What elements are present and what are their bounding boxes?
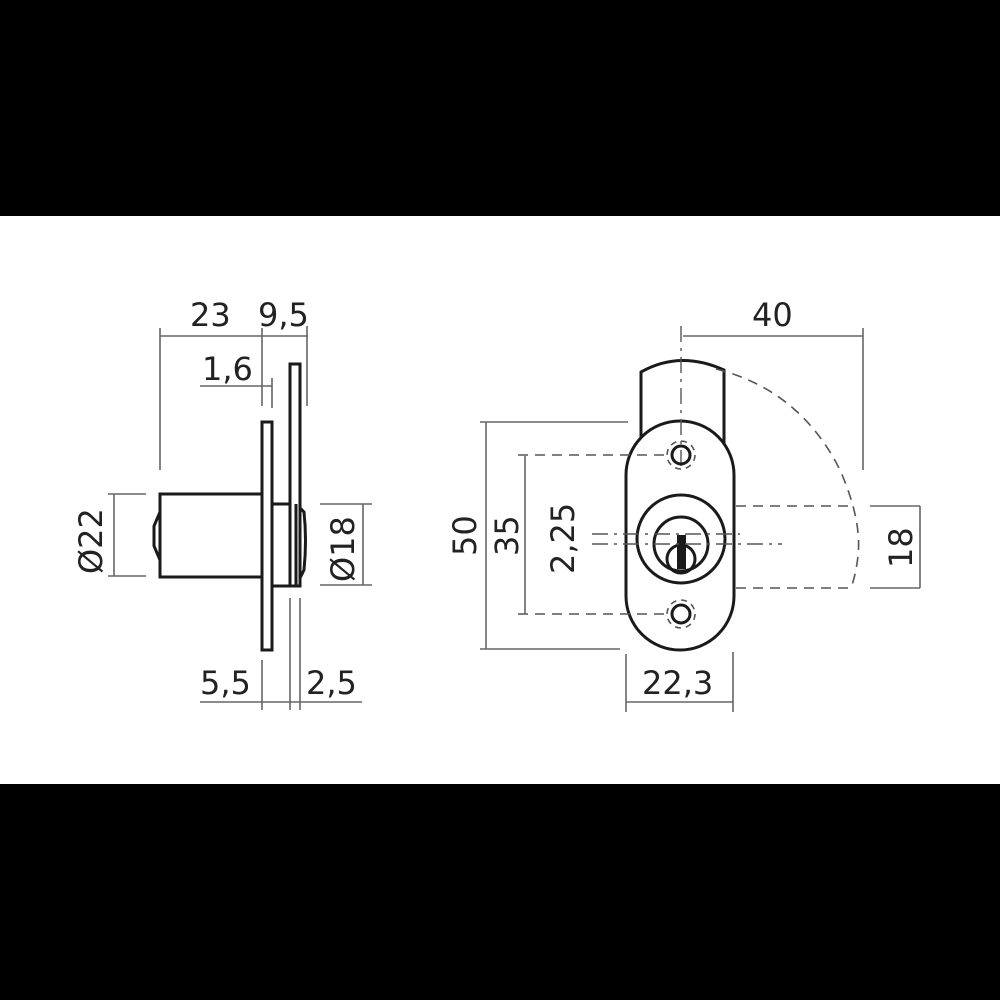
dim-label-40: 40 <box>752 296 793 334</box>
screw-hole-bottom <box>670 603 692 625</box>
body-tip <box>152 511 162 561</box>
dim-label-2-5: 2,5 <box>306 664 357 702</box>
flange <box>260 420 274 652</box>
top-black-band <box>0 0 1000 216</box>
dim-label-23: 23 <box>190 296 231 334</box>
bottom-black-band <box>0 784 1000 1000</box>
front-view: 40 18 50 35 2,25 22,3 <box>446 296 921 712</box>
dim-label-1-6: 1,6 <box>202 350 253 388</box>
dim-label-9-5: 9,5 <box>258 296 309 334</box>
technical-drawing: 23 9,5 1,6 Ø22 Ø18 5,5 2,5 <box>72 296 921 712</box>
dim-label-22-3: 22,3 <box>642 664 713 702</box>
screw-hole-top <box>670 444 692 466</box>
cylinder-outer-ring <box>635 493 727 585</box>
side-view: 23 9,5 1,6 Ø22 Ø18 5,5 2,5 <box>72 296 372 710</box>
body-cylinder <box>158 492 264 579</box>
dim-label-50: 50 <box>446 515 484 556</box>
cam-arm <box>639 359 726 462</box>
dim-label-35: 35 <box>488 515 526 556</box>
drawing-canvas: 23 9,5 1,6 Ø22 Ø18 5,5 2,5 <box>0 216 1000 784</box>
dim-label-5-5: 5,5 <box>200 664 251 702</box>
dim-label-dia-22: Ø22 <box>72 508 110 574</box>
dim-label-2-25: 2,25 <box>544 503 582 574</box>
dim-label-dia-18: Ø18 <box>324 516 362 582</box>
front-collar <box>272 502 307 588</box>
dim-label-18: 18 <box>882 527 920 568</box>
screw-hole-top-countersink <box>666 440 696 470</box>
keyway-icon <box>677 535 686 569</box>
screw-hole-bottom-countersink <box>666 599 696 629</box>
cam-swing-arc <box>715 368 860 589</box>
